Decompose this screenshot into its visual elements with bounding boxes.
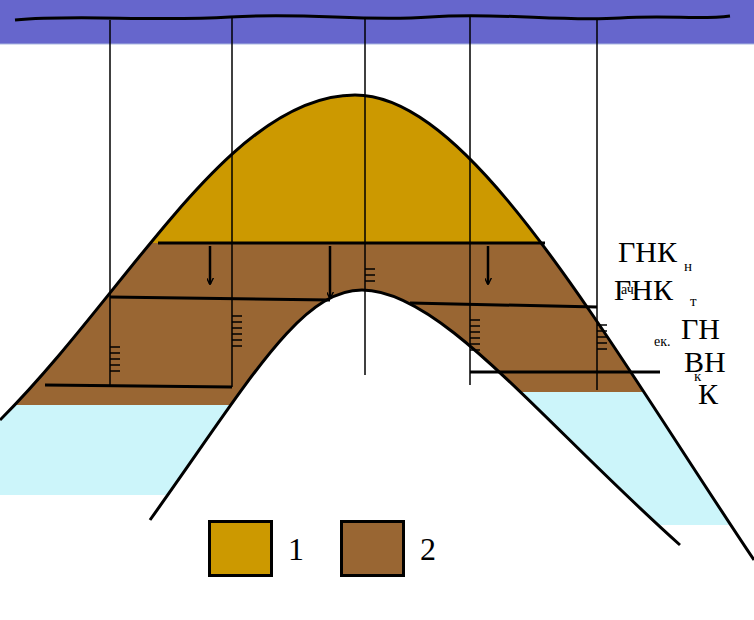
perforation-tick	[110, 352, 120, 354]
perforation-tick	[232, 321, 242, 323]
perforations	[110, 269, 607, 371]
perforation-tick	[232, 315, 242, 317]
gas-cap	[0, 0, 754, 243]
contact-label: ач.	[621, 283, 637, 297]
contact-label: ГНК	[618, 237, 677, 267]
contact-label: ВН	[684, 347, 726, 377]
perforation-tick	[470, 325, 480, 327]
perforation-tick	[470, 319, 480, 321]
perforation-tick	[597, 342, 607, 344]
band-edge	[0, 44, 754, 45]
contact-lines	[45, 243, 660, 387]
perforation-tick	[365, 274, 375, 276]
perforation-tick	[470, 337, 480, 339]
legend-label: 1	[288, 533, 304, 565]
perforation-tick	[232, 327, 242, 329]
wells	[110, 16, 597, 390]
perforation-tick	[232, 333, 242, 335]
contact-label: н	[684, 259, 692, 274]
perforation-tick	[232, 339, 242, 341]
perforation-tick	[110, 370, 120, 372]
top-band	[0, 0, 754, 44]
contact-label: ГН	[681, 314, 720, 344]
perforation-tick	[365, 280, 375, 282]
perforation-tick	[597, 330, 607, 332]
perforation-tick	[232, 345, 242, 347]
perforation-tick	[597, 348, 607, 350]
basement	[150, 290, 680, 620]
perforation-tick	[110, 346, 120, 348]
legend-swatch	[208, 520, 273, 577]
legend-label: 2	[420, 533, 436, 565]
perforation-tick	[470, 343, 480, 345]
reservoir-bottom	[150, 290, 680, 545]
perforation-tick	[470, 331, 480, 333]
contact-label: т	[690, 294, 697, 309]
reservoir-top	[0, 95, 754, 560]
perforation-tick	[365, 268, 375, 270]
perforation-tick	[597, 324, 607, 326]
perforation-tick	[110, 358, 120, 360]
contact-label: К	[698, 379, 718, 409]
perforation-tick	[597, 336, 607, 338]
perforation-tick	[470, 349, 480, 351]
legend-swatch	[340, 520, 405, 577]
contact-movement-arrows	[210, 246, 488, 298]
ground-surface	[15, 16, 730, 20]
perforation-tick	[110, 364, 120, 366]
contact-label: ек.	[654, 335, 671, 349]
